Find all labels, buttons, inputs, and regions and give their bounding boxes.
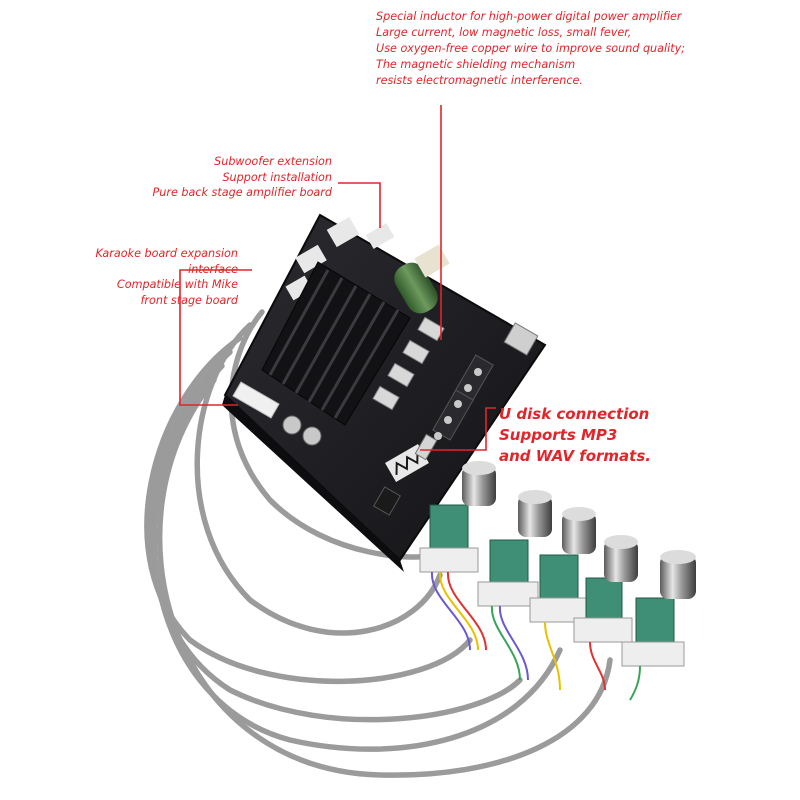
callout-leader-lines: [179, 105, 496, 451]
cable: [194, 322, 443, 636]
cable: [144, 335, 473, 685]
callout-line: resists electromagnetic interference.: [376, 74, 583, 87]
callout-line: Karaoke board expansion: [95, 247, 239, 260]
heatsink: [261, 261, 411, 426]
cable: [148, 349, 523, 723]
amplifier-pcb: [222, 213, 547, 572]
udisk-callout: U disk connection Supports MP3 and WAV f…: [499, 404, 651, 467]
connector: [326, 216, 360, 248]
leader-udisk: [420, 407, 496, 451]
cable: [156, 377, 613, 778]
callout-line: and WAV formats.: [499, 447, 651, 465]
callout-line: Compatible with Mike: [116, 278, 238, 291]
signal-cables: [144, 309, 613, 778]
callout-line: Use oxygen-free copper wire to improve s…: [376, 42, 686, 55]
knob-5: [621, 550, 696, 667]
pcb-edge: [222, 395, 404, 572]
connector: [285, 275, 313, 301]
callout-line: Special inductor for high-power digital …: [376, 10, 682, 23]
capacitor: [302, 426, 322, 446]
callout-line: interface: [188, 262, 238, 276]
knob-4: [573, 535, 638, 643]
callout-line: U disk connection: [499, 405, 650, 423]
callout-line: front stage board: [140, 293, 238, 307]
knob-assemblies: [419, 461, 696, 667]
dc-power-jack: [503, 322, 539, 356]
ribbon-wires: [430, 571, 641, 701]
subwoofer-callout: Subwoofer extension Support installation…: [153, 154, 332, 201]
karaoke-callout: Karaoke board expansion interface Compat…: [96, 246, 239, 308]
callout-line: Supports MP3: [499, 426, 618, 444]
callout-line: Pure back stage amplifier board: [152, 186, 332, 199]
leader-subwoofer: [338, 182, 381, 228]
callout-line: Large current, low magnetic loss, small …: [376, 26, 632, 39]
callout-line: Support installation: [222, 170, 332, 184]
karaoke-connector: [232, 381, 280, 419]
terminal-screws: [434, 368, 482, 440]
connector: [295, 244, 327, 274]
knob-1: [419, 461, 496, 573]
knob-2: [477, 490, 552, 607]
inductor-callout: Special inductor for high-power digital …: [376, 9, 685, 89]
audio-jack: [373, 486, 401, 516]
component-blocks: [372, 316, 445, 411]
connector: [365, 223, 395, 249]
cable: [151, 363, 563, 752]
capacitor: [282, 415, 302, 435]
leader-karaoke: [179, 269, 252, 406]
callout-line: The magnetic shielding mechanism: [376, 58, 576, 71]
callout-line: Subwoofer extension: [214, 155, 332, 168]
